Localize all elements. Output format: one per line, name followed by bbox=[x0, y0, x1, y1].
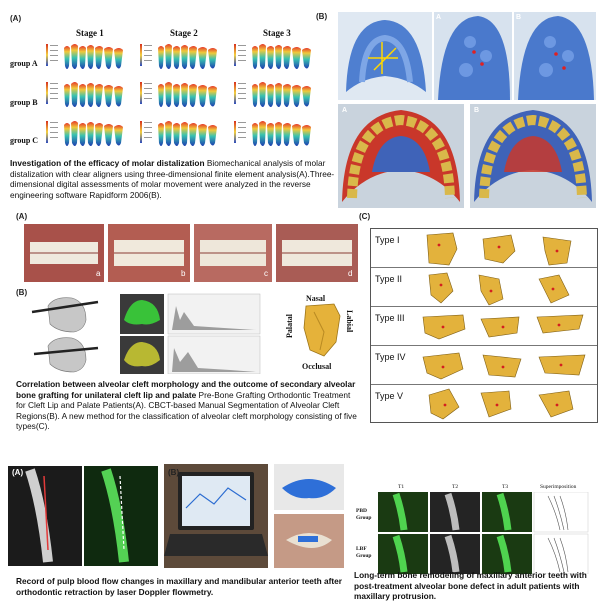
section1-panel-b-label: (B) bbox=[316, 12, 328, 21]
type-label: Type II bbox=[375, 274, 403, 284]
photo-letter: c bbox=[264, 269, 268, 278]
section3-caption: Record of pulp blood flow changes in max… bbox=[16, 576, 346, 597]
inset-label: A bbox=[436, 14, 442, 21]
orientation-palatal: Palatal bbox=[285, 314, 294, 338]
column-header: T3 bbox=[502, 484, 509, 490]
group-label: group A bbox=[10, 59, 38, 68]
type-row: Type III bbox=[371, 307, 597, 346]
section1-caption-title: Investigation of the efficacy of molar d… bbox=[10, 158, 205, 168]
type-row: Type II bbox=[371, 268, 597, 307]
laser-doppler-setup bbox=[164, 464, 344, 568]
bone-remodeling-grid bbox=[378, 492, 589, 574]
cbct-sagittal-images bbox=[8, 466, 158, 566]
intraoral-photos bbox=[24, 224, 358, 282]
section1-caption-body: Biomechanical analysis of molar distaliz… bbox=[10, 158, 335, 200]
section2-caption-title: Correlation between alveolar cleft morph… bbox=[16, 379, 356, 400]
section1-panel-a-label: (A) bbox=[10, 14, 22, 23]
photo-letter: d bbox=[348, 269, 353, 278]
inset-label: A bbox=[342, 107, 348, 114]
orientation-nasal: Nasal bbox=[306, 294, 326, 303]
column-header: T2 bbox=[452, 484, 459, 490]
column-header: Superimposition bbox=[540, 484, 577, 490]
stage-header: Stage 3 bbox=[263, 28, 291, 38]
section2-panel-a-label: (A) bbox=[16, 212, 28, 221]
section2-panel-c-label: (C) bbox=[359, 212, 371, 221]
section4-caption: Long-term bone remodeling of maxillary a… bbox=[354, 570, 594, 602]
photo-letter: b bbox=[181, 269, 186, 278]
section2-caption-body: Pre-Bone Grafting Orthodontic Treatment … bbox=[16, 389, 357, 432]
section1-scan-figure: (B) A B A B bbox=[314, 12, 596, 208]
cleft-3d-model bbox=[303, 303, 341, 357]
fea-tooth-grid bbox=[46, 44, 311, 146]
section3-panel-a-label: (A) bbox=[12, 468, 24, 477]
section4-figure: T1 T2 T3 Superimposition PBD Group LBF G… bbox=[354, 484, 590, 574]
inset-label: B bbox=[516, 14, 522, 21]
stage-header: Stage 1 bbox=[76, 28, 104, 38]
type-label: Type IV bbox=[375, 352, 406, 362]
row-label: LBF Group bbox=[356, 546, 372, 559]
group-label: group C bbox=[10, 136, 39, 145]
cbct-segmentation bbox=[31, 293, 261, 374]
section1-fea-figure: (A) Stage 1 Stage 2 Stage 3 group A grou… bbox=[8, 14, 333, 154]
type-label: Type V bbox=[375, 391, 404, 401]
group-label: group B bbox=[10, 98, 38, 107]
section3-figure: (A) (B) bbox=[8, 462, 344, 568]
type-row: Type I bbox=[371, 229, 597, 268]
type-row: Type V bbox=[371, 385, 597, 422]
section2-panel-b-label: (B) bbox=[16, 288, 28, 297]
section3-panel-b-label: (B) bbox=[168, 468, 180, 477]
stage-header: Stage 2 bbox=[170, 28, 198, 38]
section1-caption: Investigation of the efficacy of molar d… bbox=[10, 158, 340, 200]
column-header: T1 bbox=[398, 484, 405, 490]
photo-letter: a bbox=[96, 269, 101, 278]
intraoral-scan-images bbox=[338, 12, 596, 208]
inset-label: B bbox=[474, 107, 480, 114]
orientation-labial: Labial bbox=[345, 310, 354, 333]
cleft-type-table: Type I Type II Type III Type IV Type V bbox=[370, 228, 598, 423]
type-label: Type I bbox=[375, 235, 400, 245]
section4-caption-title: Long-term bone remodeling of maxillary a… bbox=[354, 570, 587, 602]
orientation-occlusal: Occlusal bbox=[302, 362, 332, 371]
section2-caption: Correlation between alveolar cleft morph… bbox=[16, 379, 358, 432]
section3-caption-title: Record of pulp blood flow changes in max… bbox=[16, 576, 342, 597]
type-row: Type IV bbox=[371, 346, 597, 385]
row-label: PBD Group bbox=[356, 508, 372, 521]
cleft-type-shapes bbox=[422, 232, 586, 420]
type-label: Type III bbox=[375, 313, 405, 323]
